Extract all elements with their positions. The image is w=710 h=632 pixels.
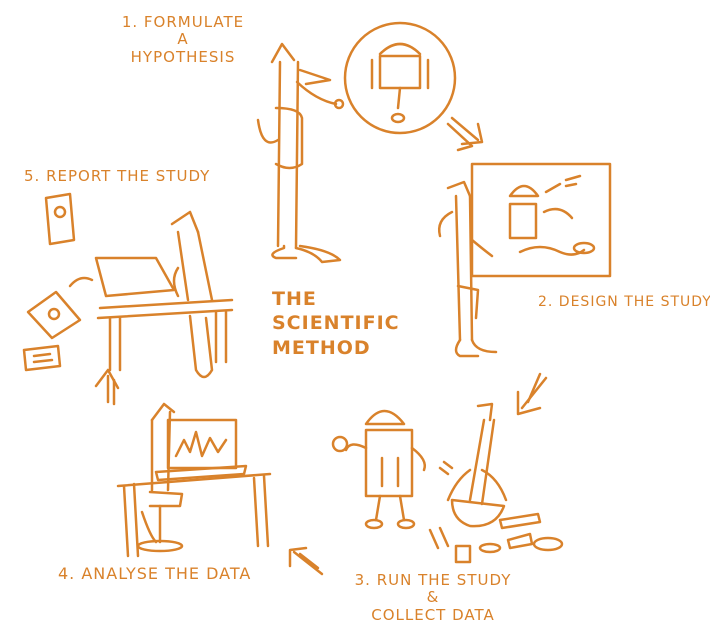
step-3-line-3: collect data bbox=[371, 605, 495, 624]
step-2-label: 2. Design the study bbox=[538, 294, 710, 310]
title-line-2: Scientific bbox=[272, 312, 400, 335]
title-line-1: The bbox=[272, 288, 317, 310]
diagram-title: The Scientific Method bbox=[272, 287, 400, 360]
report-desk-drawing bbox=[94, 256, 234, 372]
upside-down-scientist-drawing bbox=[438, 402, 508, 528]
step-5-label: 5. Report the study bbox=[24, 167, 211, 185]
analysis-desk-drawing bbox=[116, 418, 272, 558]
thought-bubble-drawing bbox=[343, 21, 457, 135]
lab-equipment-drawing bbox=[428, 512, 564, 564]
step-1-label: 1. Formulate a Hypothesis bbox=[118, 13, 248, 66]
hypothesis-scientist-drawing bbox=[256, 42, 345, 264]
step-3-label: 3. Run the study & collect data bbox=[348, 571, 518, 624]
step-4-label: 4. Analyse the data bbox=[58, 564, 252, 583]
arrow-step4-to-step5 bbox=[94, 368, 120, 406]
title-line-3: Method bbox=[272, 336, 371, 359]
robot-subject-drawing bbox=[331, 409, 426, 530]
step-3-line-1: 3. Run the study bbox=[354, 571, 512, 589]
step-1-line-1: 1. Formulate bbox=[121, 13, 245, 31]
arrow-step1-to-step2 bbox=[446, 116, 484, 152]
design-board-drawing bbox=[470, 162, 612, 278]
arrow-step3-to-step4 bbox=[288, 546, 324, 576]
step-3-line-2: & bbox=[426, 588, 440, 607]
analysis-scientist-drawing bbox=[136, 402, 184, 553]
step-1-line-3: Hypothesis bbox=[130, 47, 236, 66]
arrow-step2-to-step3 bbox=[516, 372, 548, 416]
design-scientist-drawing bbox=[438, 180, 498, 358]
step-1-line-2: a bbox=[177, 30, 189, 49]
report-scientist-drawing bbox=[170, 210, 214, 379]
flying-papers-drawing bbox=[22, 192, 94, 372]
